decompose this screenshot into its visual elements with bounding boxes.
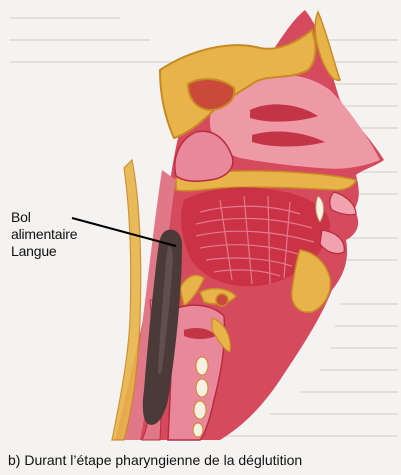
label-bolus-line1: Bol xyxy=(11,209,31,226)
hyoid-nodule xyxy=(216,294,228,306)
label-tongue: Langue xyxy=(11,243,57,260)
label-bolus-line2: alimentaire xyxy=(11,226,77,243)
figure-caption: b) Durant l’étape pharyngienne de la dég… xyxy=(8,452,302,468)
